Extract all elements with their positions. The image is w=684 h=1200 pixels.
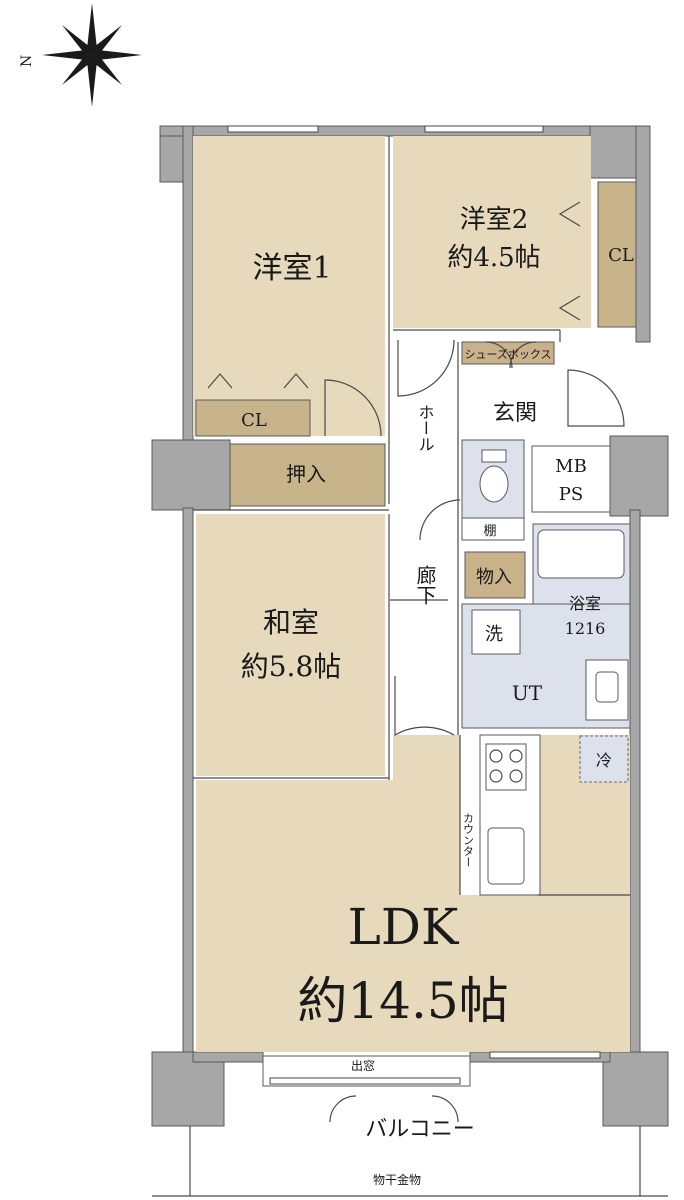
label-ldk-size: 約14.5帖 <box>297 972 508 1030</box>
label-drying-rack: 物干金物 <box>373 1172 421 1187</box>
label-japanese-size: 約5.8帖 <box>241 650 342 683</box>
label-ut: UT <box>512 681 543 705</box>
label-wash: 洗 <box>485 624 503 645</box>
label-genkan: 玄関 <box>493 401 537 426</box>
label-shoe-box: シューズボックス <box>464 347 551 361</box>
windows <box>227 125 601 1085</box>
label-counter: カウンター <box>462 812 475 867</box>
label-ldk: LDK <box>348 898 460 956</box>
label-storage: 物入 <box>476 567 512 588</box>
label-western2: 洋室2 <box>460 205 529 235</box>
label-cl1: CL <box>241 410 267 431</box>
label-western2-size: 約4.5帖 <box>447 243 540 273</box>
label-japanese: 和室 <box>263 606 319 639</box>
fridge-space <box>579 735 629 783</box>
compass-rose-icon <box>42 3 142 107</box>
shelf-area <box>461 517 525 541</box>
label-oshiire: 押入 <box>286 462 326 486</box>
bathtub-icon <box>537 529 625 579</box>
fixtures <box>152 449 668 1197</box>
label-corridor: 廊下 <box>413 565 437 605</box>
label-balcony: バルコニー <box>365 1117 475 1142</box>
doors <box>207 201 625 1123</box>
room-floors <box>193 136 637 1087</box>
closet-western2 <box>597 181 637 328</box>
interior-walls <box>193 136 630 896</box>
walls <box>151 125 669 1127</box>
closet-western1 <box>195 399 311 437</box>
kitchen-sink-icon <box>487 827 525 885</box>
room-western1 <box>193 136 385 436</box>
room-japanese <box>196 514 385 776</box>
labels: 洋室1 洋室2 約4.5帖 CL CL 押入 和室 約5.8帖 シューズボックス… <box>241 205 634 1187</box>
label-fridge: 冷 <box>596 751 612 770</box>
label-hall: ホール <box>416 404 435 452</box>
label-bay-window: 出窓 <box>351 1058 375 1073</box>
washer <box>471 609 521 655</box>
closet-oshiire <box>229 443 386 507</box>
label-shelf: 棚 <box>483 524 496 539</box>
room-western2 <box>393 136 591 328</box>
label-western1: 洋室1 <box>252 251 331 286</box>
label-cl2: CL <box>608 245 634 266</box>
mb-ps <box>531 445 611 513</box>
label-mb: MB <box>555 456 587 477</box>
compass-north-letter: N <box>19 55 35 67</box>
label-ps: PS <box>559 484 583 505</box>
toilet-icon <box>479 465 509 503</box>
label-bath-size: 1216 <box>565 619 606 638</box>
storage <box>464 551 526 599</box>
label-bath: 浴室 <box>569 594 601 613</box>
room-ldk <box>196 735 630 1052</box>
